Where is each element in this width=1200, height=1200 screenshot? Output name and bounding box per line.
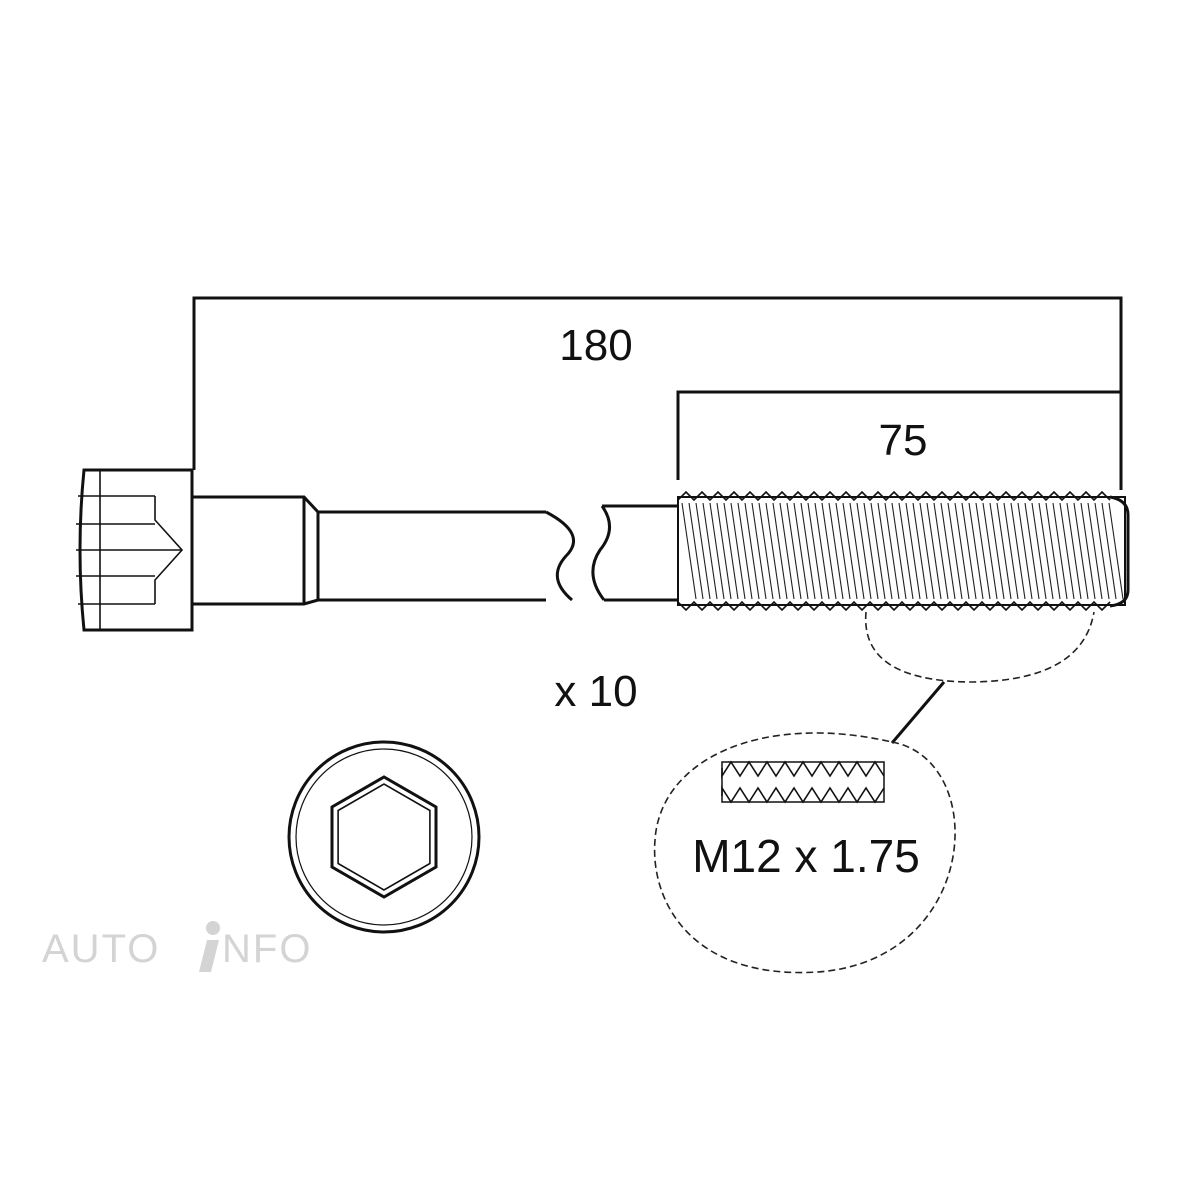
- thread-hatch-line: [821, 502, 837, 600]
- thread-hatch-line: [793, 502, 809, 600]
- thread-hatch-line: [919, 502, 935, 600]
- bolt-head: [76, 468, 194, 632]
- thread-hatch-line: [737, 502, 753, 600]
- thread-hatch-line: [940, 502, 956, 600]
- thread-pitch-detail: [721, 760, 885, 804]
- thread-hatch-line: [758, 502, 774, 600]
- thread-spec-label: M12 x 1.75: [692, 830, 920, 882]
- thread-hatch-line: [765, 502, 781, 600]
- thread-hatch-line: [954, 502, 970, 600]
- thread-hatch-line: [807, 502, 823, 600]
- thread-hatch-line: [1059, 502, 1075, 600]
- thread-hatch-line: [1073, 502, 1089, 600]
- thread-hatch-line: [842, 502, 858, 600]
- thread-hatch-line: [1108, 502, 1124, 600]
- quantity-label: x 10: [554, 667, 637, 716]
- thread-hatch-line: [716, 502, 732, 600]
- thread-hatch-line: [1024, 502, 1040, 600]
- thread-hatch-line: [1094, 502, 1110, 600]
- thread-detail-callout: M12 x 1.75: [653, 611, 1095, 974]
- thread-hatch-line: [891, 502, 907, 600]
- thread-hatch-line: [1087, 502, 1103, 600]
- thread-hatch-line: [695, 502, 711, 600]
- thread-hatch-line: [681, 502, 697, 600]
- thread-hatch-line: [968, 502, 984, 600]
- thread-hatch-line: [926, 502, 942, 600]
- watermark-text-right: NFO: [222, 927, 312, 971]
- thread-hatch-line: [863, 502, 879, 600]
- thread-hatch-line: [989, 502, 1005, 600]
- thread-hatch-line: [723, 502, 739, 600]
- thread-hatch-line: [947, 502, 963, 600]
- thread-hatch-line: [961, 502, 977, 600]
- thread-hatch-line: [1010, 502, 1026, 600]
- thread-hatch-line: [898, 502, 914, 600]
- thread-hatch-line: [1003, 502, 1019, 600]
- thread-hatch-line: [1101, 502, 1117, 600]
- watermark-i-icon: [199, 921, 220, 972]
- thread-hatch-line: [702, 502, 718, 600]
- thread-hatch-line: [1066, 502, 1082, 600]
- bolt-thread-section: [677, 490, 1130, 612]
- thread-hatch-line: [835, 502, 851, 600]
- thread-length-label: 75: [879, 416, 928, 465]
- thread-hatch-line: [975, 502, 991, 600]
- thread-hatch-line: [912, 502, 928, 600]
- thread-hatch-line: [751, 502, 767, 600]
- overall-length-dimension: 180: [192, 296, 1123, 490]
- thread-hatch-line: [1052, 502, 1068, 600]
- thread-hatch-line: [996, 502, 1012, 600]
- thread-hatch-line: [730, 502, 746, 600]
- thread-hatch-line: [779, 502, 795, 600]
- thread-hatch-line: [1045, 502, 1061, 600]
- bolt-end-view: [287, 740, 481, 934]
- thread-hatch-line: [933, 502, 949, 600]
- thread-hatch-line: [828, 502, 844, 600]
- bolt-side-view: [76, 468, 1130, 632]
- watermark-text-left: AUTO: [42, 927, 160, 971]
- thread-hatch-line: [786, 502, 802, 600]
- overall-length-label: 180: [559, 321, 632, 370]
- thread-hatch-line: [772, 502, 788, 600]
- thread-hatch-line: [688, 502, 704, 600]
- thread-hatch-line: [1017, 502, 1033, 600]
- thread-hatch-line: [870, 502, 886, 600]
- thread-hatch-pattern: [681, 502, 1124, 600]
- thread-hatch-line: [800, 502, 816, 600]
- thread-hatch-line: [856, 502, 872, 600]
- thread-hatch-line: [1038, 502, 1054, 600]
- thread-hatch-line: [905, 502, 921, 600]
- thread-hatch-line: [1031, 502, 1047, 600]
- thread-hatch-line: [877, 502, 893, 600]
- thread-hatch-line: [849, 502, 865, 600]
- thread-hatch-line: [744, 502, 760, 600]
- thread-hatch-line: [709, 502, 725, 600]
- thread-hatch-line: [1080, 502, 1096, 600]
- thread-length-dimension: 75: [676, 390, 1121, 480]
- thread-hatch-line: [884, 502, 900, 600]
- bolt-shank: [192, 495, 678, 606]
- watermark-logo: AUTO NFO: [42, 921, 312, 972]
- thread-hatch-line: [982, 502, 998, 600]
- thread-hatch-line: [814, 502, 830, 600]
